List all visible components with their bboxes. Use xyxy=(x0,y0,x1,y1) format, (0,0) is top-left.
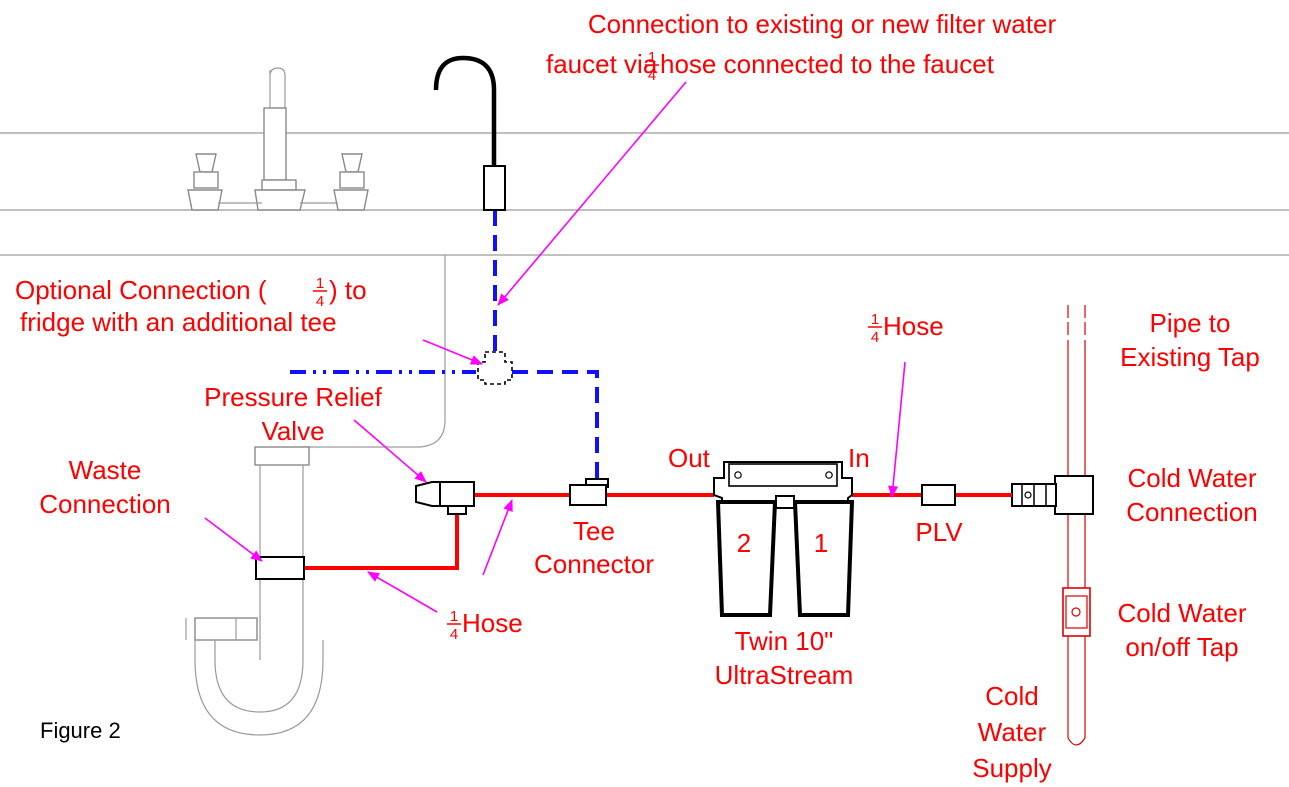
label-cold-water-connection: Cold Water Connection xyxy=(1126,463,1258,527)
label-cwt-line1: Cold Water xyxy=(1117,598,1246,628)
twin-filter-housing-icon xyxy=(713,461,855,617)
fraction-numerator: 1 xyxy=(316,275,324,292)
fraction-numerator: 1 xyxy=(450,608,458,625)
label-faucet-connection: Connection to existing or new filter wat… xyxy=(546,9,1056,84)
label-hose-bottom-text: Hose xyxy=(462,608,523,638)
sink-tap-icon xyxy=(187,67,369,211)
label-pipe-to-tap: Pipe to Existing Tap xyxy=(1120,308,1260,372)
label-pipe-line2: Existing Tap xyxy=(1120,342,1260,372)
tap-valve-icon xyxy=(1062,587,1091,637)
label-hose-top: 1 4 Hose xyxy=(868,311,944,346)
tee-fitting-icon xyxy=(477,351,513,385)
pressure-relief-valve-icon xyxy=(415,481,475,515)
label-tee-line2: Connector xyxy=(534,549,654,579)
fraction-denominator: 4 xyxy=(871,329,879,346)
label-cwc-line1: Cold Water xyxy=(1127,463,1256,493)
tee-connector-icon xyxy=(569,478,609,506)
cold-water-connection-icon xyxy=(1011,475,1094,515)
label-cwt-line2: on/off Tap xyxy=(1125,632,1238,662)
p-trap-icon xyxy=(185,446,324,736)
label-prv-line2: Valve xyxy=(261,416,324,446)
label-optional-connection: Optional Connection ( 1 4 ) to fridge wi… xyxy=(15,275,367,337)
plv-icon xyxy=(921,484,956,506)
label-waste-line2: Connection xyxy=(39,489,171,519)
label-optional-connection-line1a: Optional Connection ( xyxy=(15,275,267,305)
label-cws-line1: Cold xyxy=(985,681,1038,711)
label-cws-line2: Water xyxy=(978,717,1047,747)
label-hose-top-text: Hose xyxy=(883,311,944,341)
label-pipe-line1: Pipe to xyxy=(1150,308,1231,338)
label-faucet-connection-line2b: hose connected to the faucet xyxy=(660,49,995,79)
fraction-denominator: 4 xyxy=(450,626,458,643)
label-faucet-connection-line1: Connection to existing or new filter wat… xyxy=(588,9,1057,39)
label-housing-2: 2 xyxy=(737,528,751,558)
label-plv: PLV xyxy=(915,517,963,547)
label-waste-line1: Waste xyxy=(69,455,142,485)
fraction-numerator: 1 xyxy=(648,49,656,66)
label-filter-unit: Twin 10" UltraStream xyxy=(715,626,854,690)
label-cold-water-supply: Cold Water Supply xyxy=(972,681,1052,783)
label-waste-connection: Waste Connection xyxy=(39,455,171,519)
sink-bowl xyxy=(300,255,446,448)
label-optional-connection-line1b: ) to xyxy=(329,275,367,305)
fraction-denominator: 4 xyxy=(648,67,656,84)
fraction-denominator: 4 xyxy=(316,293,324,310)
label-faucet-connection-line2a: faucet via xyxy=(546,49,658,79)
label-tee-line1: Tee xyxy=(573,516,615,546)
label-optional-connection-line2: fridge with an additional tee xyxy=(20,307,337,337)
label-in: In xyxy=(848,443,870,473)
cold-water-pipe xyxy=(1067,305,1086,746)
filtered-water-line xyxy=(290,210,599,481)
label-cws-line3: Supply xyxy=(972,753,1052,783)
waste-connection-icon xyxy=(255,556,305,580)
label-out: Out xyxy=(668,443,711,473)
label-cwc-line2: Connection xyxy=(1126,497,1258,527)
label-tee-connector: Tee Connector xyxy=(534,516,654,579)
label-prv-line1: Pressure Relief xyxy=(204,382,383,412)
label-housing-1: 1 xyxy=(814,528,828,558)
label-pressure-relief-valve: Pressure Relief Valve xyxy=(204,382,383,446)
leader-arrows xyxy=(204,81,906,613)
supply-hose xyxy=(302,493,1012,570)
figure-caption: Figure 2 xyxy=(40,718,121,743)
label-cold-water-tap: Cold Water on/off Tap xyxy=(1117,598,1246,662)
label-filter-unit-line2: UltraStream xyxy=(715,660,854,690)
fraction-numerator: 1 xyxy=(871,311,879,328)
label-hose-bottom: 1 4 Hose xyxy=(447,608,523,643)
faucet-icon xyxy=(433,55,506,211)
label-filter-unit-line1: Twin 10" xyxy=(735,626,834,656)
